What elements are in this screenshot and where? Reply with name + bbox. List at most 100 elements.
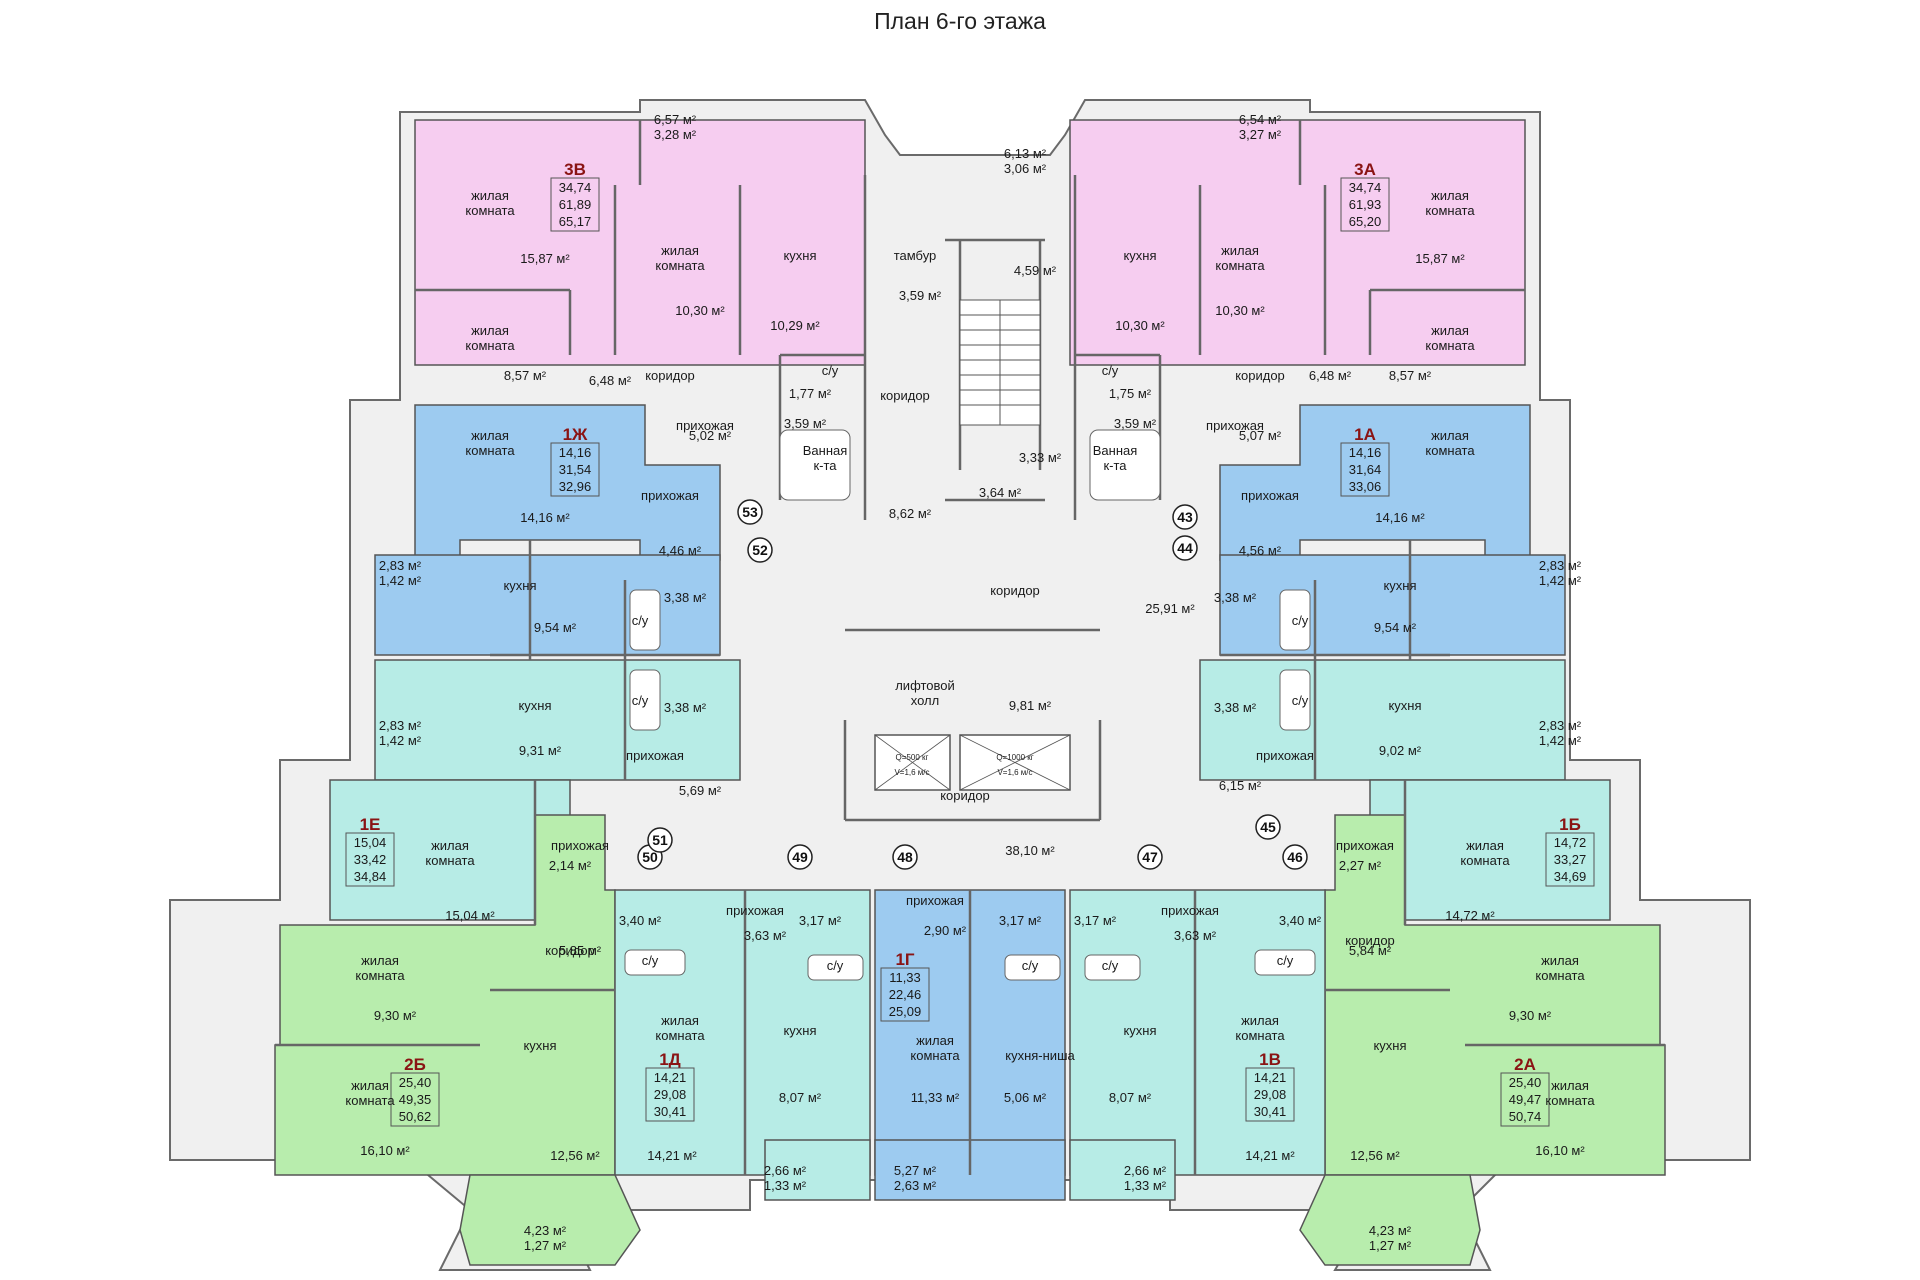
room-living: комната [465, 338, 515, 353]
apartment-area-stat: 33,06 [1349, 479, 1382, 494]
room-area: 5,27 м² [894, 1163, 937, 1178]
room-living: жилая [1221, 243, 1259, 258]
room-corridor: коридор [545, 943, 595, 958]
room-area: 4,23 м² [1369, 1223, 1412, 1238]
room-area: 3,59 м² [784, 416, 827, 431]
room-corridor: коридор [940, 788, 990, 803]
apartment-area-stat: 25,40 [1509, 1075, 1542, 1090]
room-kitchen: кухня [783, 1023, 816, 1038]
room-area: 9,30 м² [374, 1008, 417, 1023]
room-area: 3,38 м² [664, 700, 707, 715]
apartment-stat-box [1340, 177, 1390, 232]
apartment-area-stat: 33,42 [354, 852, 387, 867]
room-kitchen: кухня [1383, 578, 1416, 593]
room-bathroom-full: к-та [813, 458, 837, 473]
elevator-capacity: Q=500 кг [896, 753, 929, 762]
room-area: 9,54 м² [1374, 620, 1417, 635]
apartment-area-stat: 32,96 [559, 479, 592, 494]
room-living: жилая [916, 1033, 954, 1048]
room-living: комната [1545, 1093, 1595, 1108]
room-bathroom-full: Ванная [1093, 443, 1138, 458]
room-area: 8,57 м² [1389, 368, 1432, 383]
room-kitchen: кухня [783, 248, 816, 263]
apartment-area-stat: 14,21 [1254, 1070, 1287, 1085]
room-tambour: тамбур [894, 248, 937, 263]
room-area: 38,10 м² [1005, 843, 1055, 858]
room-area: 9,30 м² [1509, 1008, 1552, 1023]
room-area: 8,57 м² [504, 368, 547, 383]
apartment-area-stat: 50,74 [1509, 1109, 1542, 1124]
apartment-code: 1Ж [563, 425, 588, 444]
room-area: 14,16 м² [520, 510, 570, 525]
room-corridor: коридор [990, 583, 1040, 598]
apartment-area-stat: 25,09 [889, 1004, 922, 1019]
room-bathroom: с/у [1102, 363, 1119, 378]
zone-1E [329, 659, 741, 921]
room-area: 3,17 м² [1074, 913, 1117, 928]
room-living: жилая [471, 188, 509, 203]
room-kitchen: кухня [518, 698, 551, 713]
room-bathroom-full: к-та [1103, 458, 1127, 473]
apartment-code: 2Б [404, 1055, 426, 1074]
room-bathroom: с/у [1292, 613, 1309, 628]
room-area: 1,27 м² [524, 1238, 567, 1253]
room-hall: прихожая [676, 418, 734, 433]
room-area: 9,31 м² [519, 743, 562, 758]
room-area: 15,04 м² [445, 908, 495, 923]
room-area: 6,48 м² [1309, 368, 1352, 383]
section-number-marker [737, 499, 763, 525]
room-area: 10,30 м² [675, 303, 725, 318]
room-area: 2,14 м² [549, 858, 592, 873]
apartment-code: 3А [1354, 160, 1376, 179]
zone-balcony-2A [1299, 1174, 1481, 1266]
room-area: 14,21 м² [1245, 1148, 1295, 1163]
room-area: 1,42 м² [379, 573, 422, 588]
room-area: 10,30 м² [1215, 303, 1265, 318]
apartment-area-stat: 61,89 [559, 197, 592, 212]
plan-title: План 6-го этажа [874, 8, 1046, 34]
apartment-stat-box [1545, 832, 1595, 887]
room-living: жилая [351, 1078, 389, 1093]
room-corridor: коридор [880, 388, 930, 403]
room-hall: прихожая [1336, 838, 1394, 853]
room-area: 14,21 м² [647, 1148, 697, 1163]
room-kitchen: кухня [1123, 248, 1156, 263]
room-living: комната [910, 1048, 960, 1063]
apartment-area-stat: 49,35 [399, 1092, 432, 1107]
room-area: 2,66 м² [1124, 1163, 1167, 1178]
room-area: 8,62 м² [889, 506, 932, 521]
section-number-marker [647, 827, 673, 853]
room-area: 1,42 м² [379, 733, 422, 748]
room-corridor: коридор [645, 368, 695, 383]
apartment-area-stat: 65,17 [559, 214, 592, 229]
labels-layer: 3В34,7461,8965,173А34,7461,9365,201Ж14,1… [345, 112, 1595, 1253]
room-area: 5,07 м² [1239, 428, 1282, 443]
room-area: 2,83 м² [1539, 718, 1582, 733]
section-number: 46 [1287, 849, 1303, 865]
apartment-area-stat: 49,47 [1509, 1092, 1542, 1107]
room-living: жилая [1431, 323, 1469, 338]
room-area: 2,66 м² [764, 1163, 807, 1178]
room-area: 1,33 м² [1124, 1178, 1167, 1193]
room-area: 3,06 м² [1004, 161, 1047, 176]
section-number-marker [1172, 504, 1198, 530]
apartment-stat-box [645, 1067, 695, 1122]
room-hall: прихожая [1256, 748, 1314, 763]
section-number: 51 [652, 832, 668, 848]
room-area: 9,54 м² [534, 620, 577, 635]
room-living: жилая [1541, 953, 1579, 968]
room-area: 8,07 м² [779, 1090, 822, 1105]
room-area: 8,07 м² [1109, 1090, 1152, 1105]
section-number: 47 [1142, 849, 1158, 865]
room-living: комната [425, 853, 475, 868]
room-bathroom: с/у [1277, 953, 1294, 968]
room-area: 1,42 м² [1539, 573, 1582, 588]
room-area: 12,56 м² [550, 1148, 600, 1163]
room-area: 3,63 м² [744, 928, 787, 943]
room-area: 3,38 м² [1214, 590, 1257, 605]
section-number-marker [747, 537, 773, 563]
staircase [959, 299, 1041, 426]
room-bathroom: с/у [632, 613, 649, 628]
apartment-area-stat: 31,64 [1349, 462, 1382, 477]
room-bathroom-full: Ванная [803, 443, 848, 458]
